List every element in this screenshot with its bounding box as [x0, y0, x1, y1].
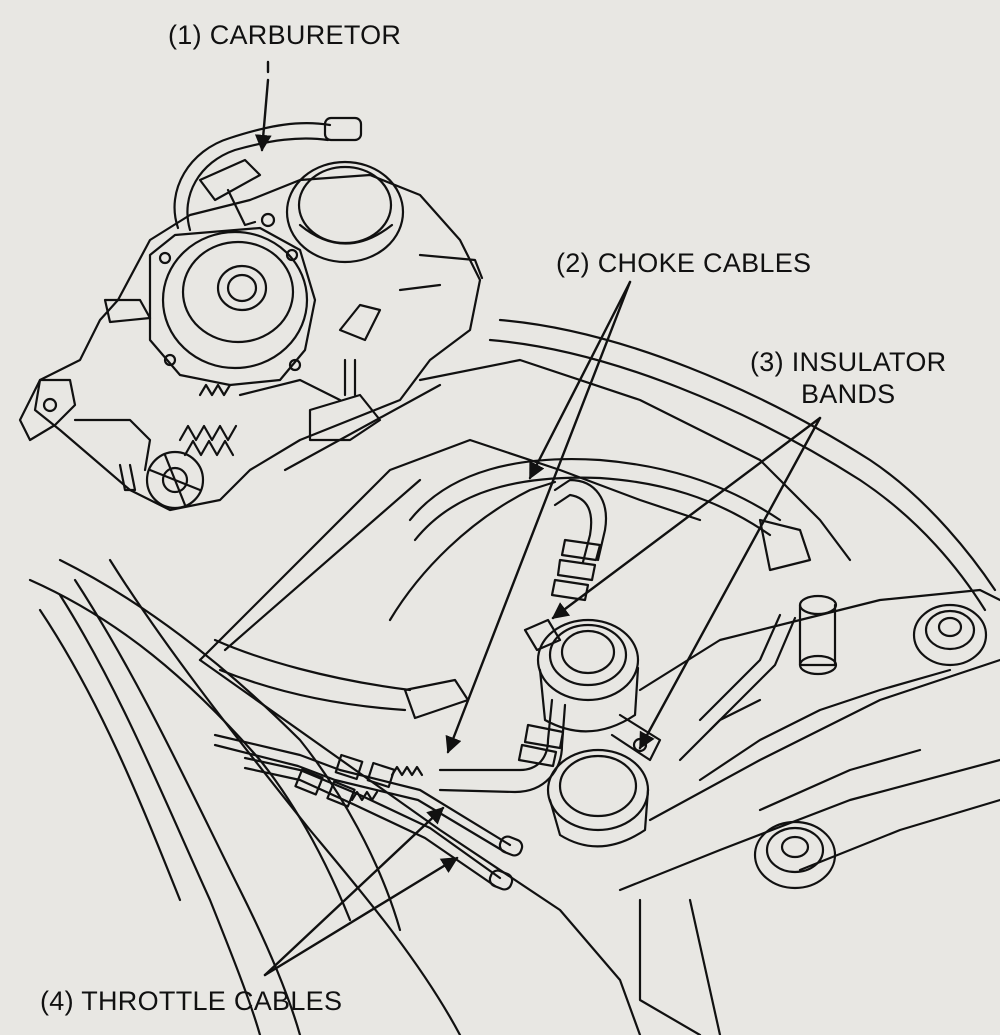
insulator-bands-label-line2: BANDS [800, 378, 896, 409]
frame-drawing [198, 318, 1000, 1035]
carburetor-label: (1) CARBURETOR [168, 20, 402, 50]
choke-cables-label: (2) CHOKE CABLES [556, 248, 812, 278]
insulator-bands-label: (3) INSULATOR BANDS [750, 347, 946, 411]
leader-arrows [262, 60, 822, 977]
insulator-bands-label-line1: (3) INSULATOR [750, 347, 947, 377]
throttle-cables-label: (4) THROTTLE CABLES [40, 986, 343, 1016]
cables-drawing [28, 480, 557, 1035]
carburetor-drawing [18, 116, 484, 512]
